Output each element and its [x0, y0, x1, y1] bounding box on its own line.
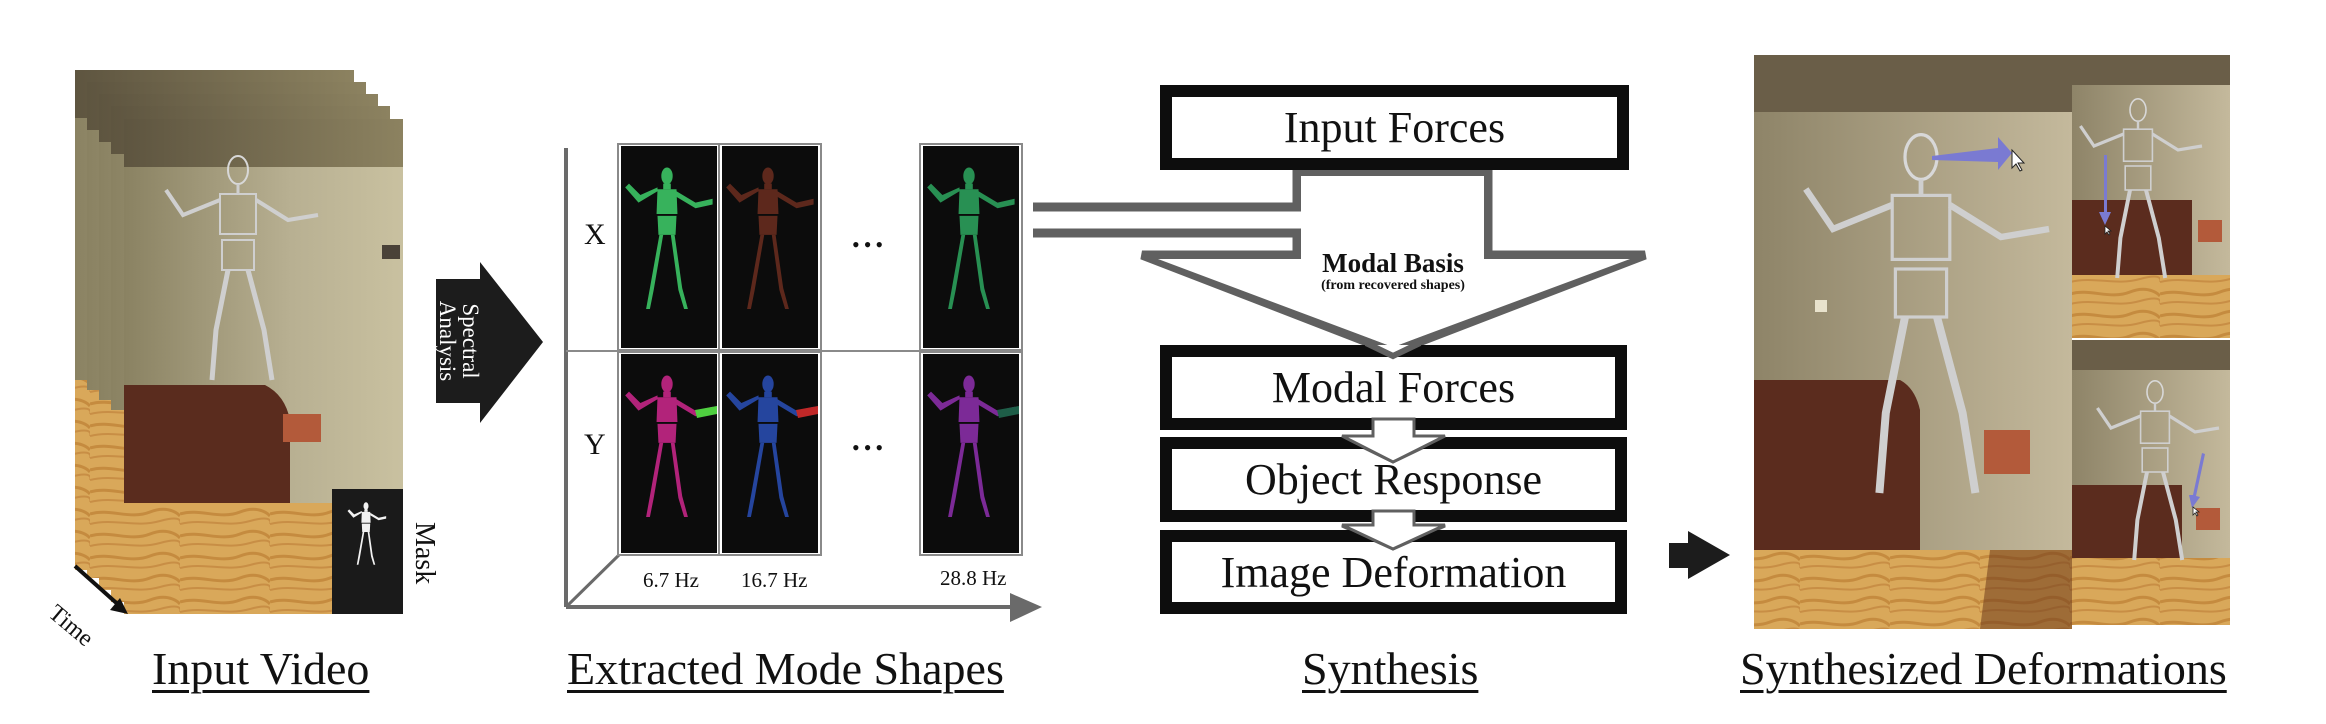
spectral-analysis-arrow [436, 262, 543, 423]
spectral-label-line1: Spectral [458, 303, 483, 379]
input-video-stack [73, 70, 403, 614]
ellipsis-row-x: ••• [852, 232, 888, 257]
mode-panel-y-2 [919, 351, 1023, 556]
synthesized-small-image-top [2072, 55, 2230, 338]
force-arrow-top-small [2099, 155, 2113, 236]
freq-label: 6.7 Hz [643, 568, 699, 592]
modal-basis-fill [1158, 176, 1630, 347]
synthesized-deformations-title: Synthesized Deformations [1740, 643, 2227, 694]
object-response-label: Object Response [1245, 455, 1542, 504]
force-arrow-main [1932, 137, 2026, 172]
image-deformation-box: Image Deformation [1160, 530, 1627, 614]
mask-label: Mask [409, 522, 440, 585]
object-response-box: Object Response [1160, 437, 1627, 522]
synthesized-main-image [1754, 55, 2072, 629]
cursor-icon [2104, 225, 2113, 236]
row-label-x: X [584, 218, 606, 251]
mask-thumbnail [332, 489, 403, 614]
input-forces-label: Input Forces [1283, 103, 1506, 152]
mode-figure-arm [796, 406, 818, 418]
spectral-analysis-label: Spectral Analysis [435, 283, 483, 399]
mode-shapes-title: Extracted Mode Shapes [567, 643, 1004, 694]
freq-label: 16.7 Hz [741, 568, 808, 592]
modal-forces-label: Modal Forces [1271, 363, 1516, 412]
ellipsis-row-y: ••• [852, 435, 888, 460]
row-label-y: Y [584, 428, 606, 461]
frequency-axis-arrowhead [1010, 593, 1042, 622]
modal-basis-title: Modal Basis [1322, 248, 1464, 278]
output-arrow [1669, 531, 1730, 579]
input-forces-box: Input Forces [1160, 85, 1629, 170]
mode-figure-arm [997, 406, 1019, 418]
mode-panel-y-1 [718, 351, 822, 556]
input-video-title: Input Video [152, 643, 370, 694]
cursor-icon [2011, 148, 2026, 172]
modal-forces-box: Modal Forces [1160, 345, 1627, 430]
cursor-icon [2192, 506, 2201, 517]
modal-basis-connector [1033, 167, 1647, 357]
synthesized-small-image-bottom [2072, 340, 2230, 625]
modal-basis-subtitle: (from recovered shapes) [1321, 278, 1465, 293]
mode-panel-y-0 [617, 351, 721, 556]
mode-panel-x-0 [617, 143, 721, 351]
force-arrow-bottom-small [2189, 453, 2205, 517]
image-deformation-label: Image Deformation [1220, 547, 1567, 597]
mode-panels [617, 143, 1023, 556]
mode-figure-arm [695, 406, 717, 418]
freq-label: 28.8 Hz [940, 566, 1007, 590]
time-arrow [73, 564, 128, 614]
mode-panel-x-2 [919, 143, 1023, 351]
modal-basis-label: Modal Basis (from recovered shapes) [1253, 248, 1533, 294]
spectral-label-line2: Analysis [435, 300, 460, 382]
mode-panel-x-1 [718, 143, 822, 351]
synthesis-title: Synthesis [1302, 643, 1479, 694]
